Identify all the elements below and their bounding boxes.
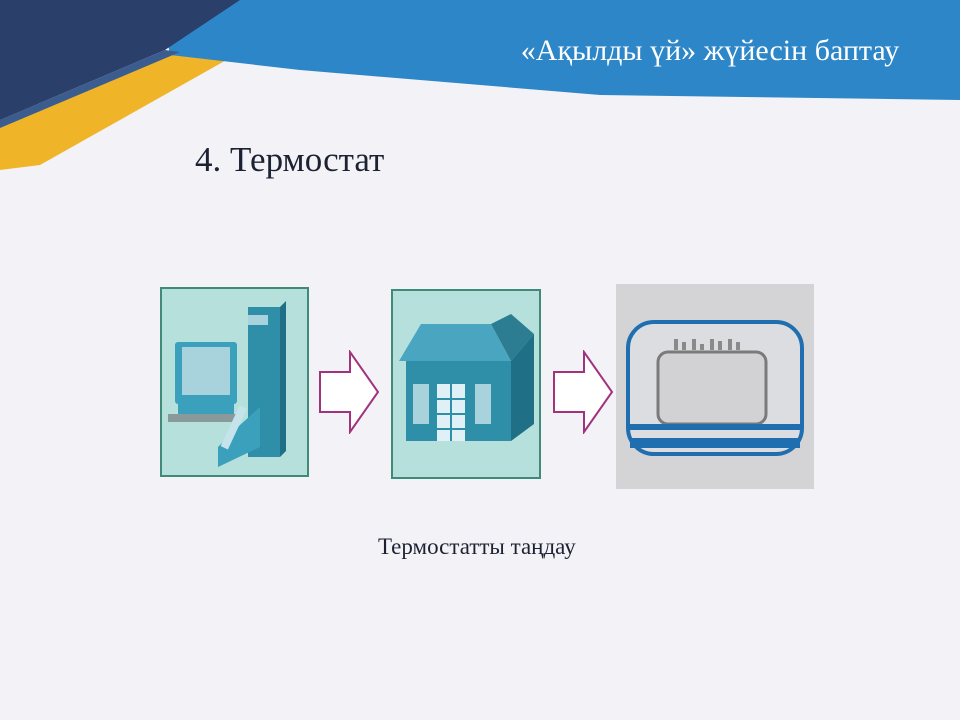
arrow-right-icon [319,350,380,434]
slide-caption: Термостатты таңдау [378,534,576,559]
house-icon [391,289,541,479]
computer-icon [160,287,309,477]
slide-heading: 4. Термостат [195,140,385,179]
header-banner [0,0,960,170]
thermostat-icon [616,284,814,489]
slide-title: «Ақылды үй» жүйесін баптау [520,34,900,67]
arrow-right-icon [553,350,614,434]
